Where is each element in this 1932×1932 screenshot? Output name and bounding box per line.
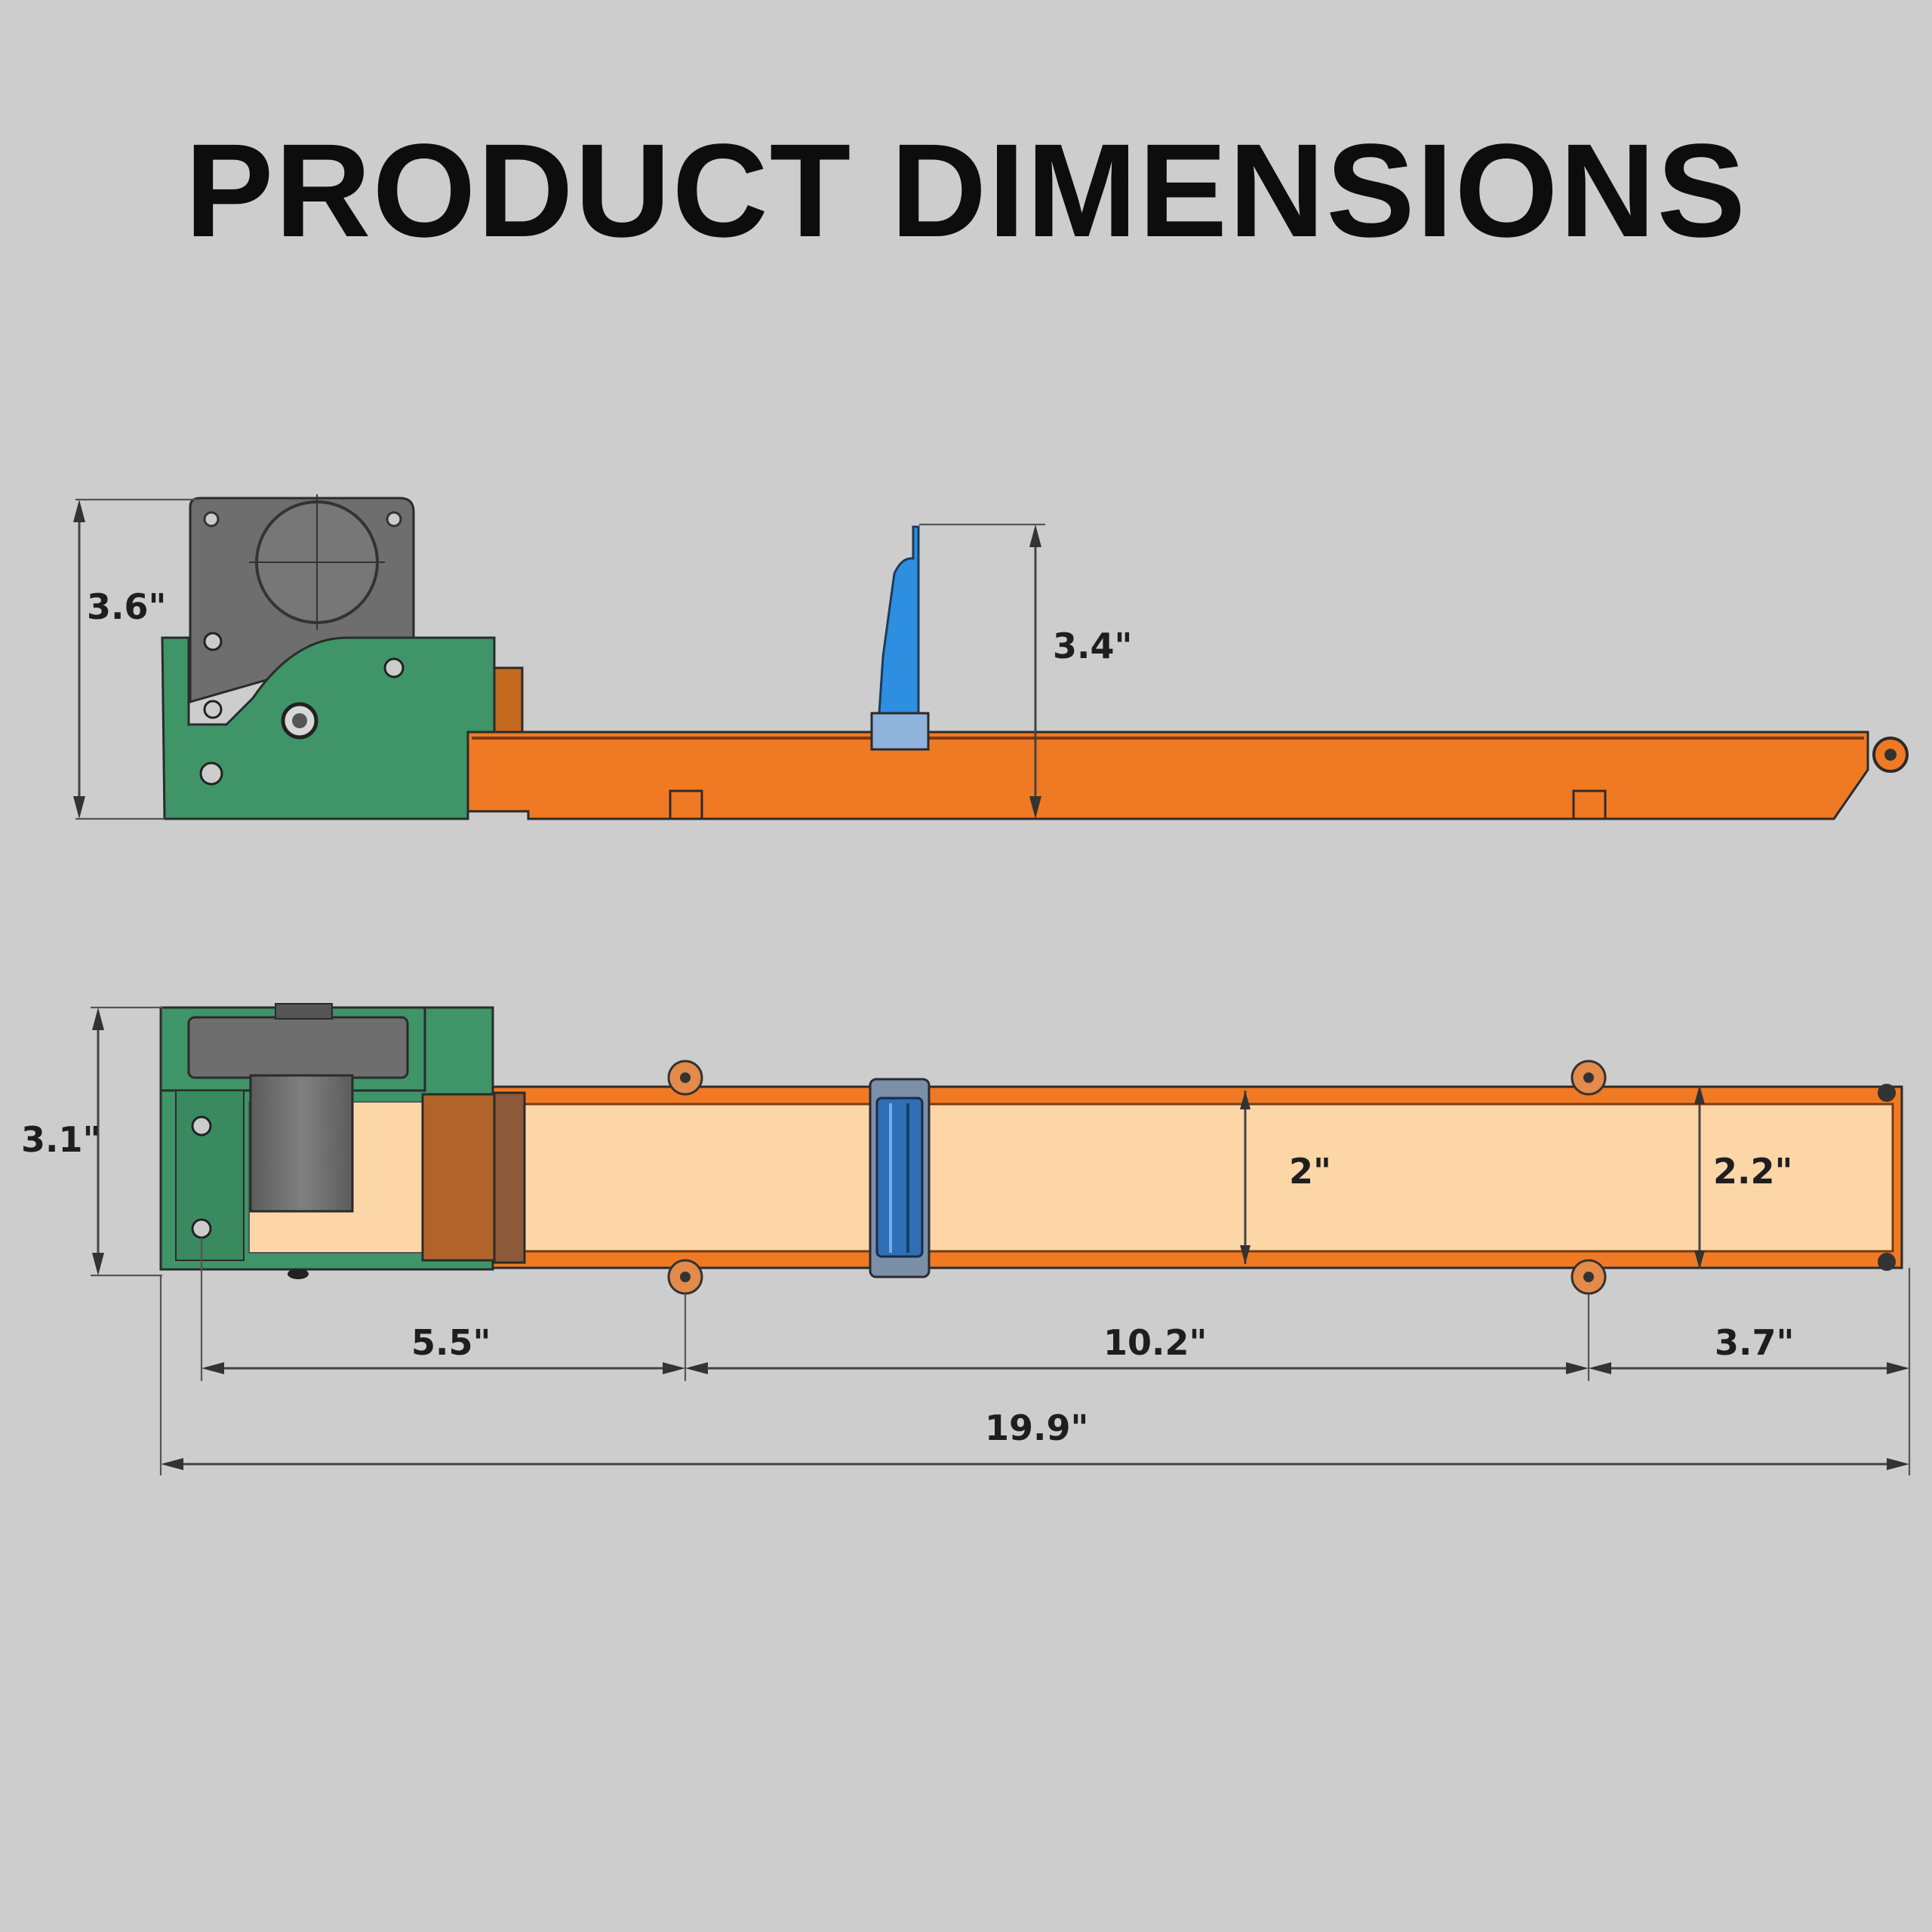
arrow — [1589, 1362, 1611, 1374]
arrow — [92, 1253, 104, 1275]
dim-label-side-height-fence: 3.4" — [1053, 626, 1132, 666]
frame-bolt-center — [292, 713, 307, 728]
top-motor-housing — [187, 1016, 409, 1079]
arrow — [73, 796, 85, 819]
arrow — [685, 1362, 708, 1374]
dim-label-overall-length: 19.9" — [985, 1407, 1088, 1448]
dim-label-inner-width-b: 2.2" — [1713, 1151, 1792, 1192]
frame-screw — [191, 1218, 212, 1239]
dim-label-inner-width-a: 2" — [1289, 1151, 1331, 1192]
arrow — [1694, 1251, 1705, 1269]
page-title: PRODUCT DIMENSIONS — [185, 117, 1747, 265]
arrow — [1566, 1362, 1589, 1374]
top-bracket — [421, 1093, 496, 1262]
side-view: 3.6" 3.4" — [73, 494, 1909, 820]
frame-screw — [203, 700, 223, 719]
motor-cap — [275, 1003, 333, 1020]
rail-foot-left — [669, 789, 703, 820]
side-frame — [161, 636, 496, 820]
frame-screw — [383, 657, 405, 678]
dim-label-top-height-left: 3.1" — [21, 1119, 100, 1160]
arrow — [202, 1362, 224, 1374]
frame-screw — [203, 632, 223, 651]
arrow — [161, 1458, 183, 1470]
dim-label-seg-1: 5.5" — [411, 1322, 491, 1363]
mount-tab — [667, 1060, 703, 1096]
arrow — [1694, 1085, 1705, 1104]
arrow — [92, 1008, 104, 1030]
mount-tab — [1571, 1259, 1607, 1295]
top-motor-shaft — [249, 1074, 354, 1213]
mount-tab — [1571, 1060, 1607, 1096]
frame-screw — [199, 761, 223, 786]
rail-end-bolt — [1878, 1084, 1896, 1102]
rail-end-pin-center — [1884, 749, 1897, 761]
dim-label-side-height-left: 3.6" — [87, 586, 166, 627]
arrow — [1240, 1245, 1251, 1264]
top-bed — [519, 1103, 1894, 1253]
arrow — [663, 1362, 685, 1374]
arrow — [73, 500, 85, 522]
arrow — [1887, 1362, 1909, 1374]
side-fence-blade — [878, 525, 920, 715]
arrow — [1240, 1091, 1251, 1109]
side-rail — [466, 731, 1869, 820]
dim-label-seg-2: 10.2" — [1103, 1322, 1207, 1363]
arrow — [1029, 525, 1041, 547]
mount-tab — [667, 1259, 703, 1295]
dim-label-seg-3: 3.7" — [1715, 1322, 1794, 1363]
side-fence-base — [870, 712, 930, 751]
top-view: 3.1" 2" 2.2" 5.5" 10.2" 3.7" — [21, 1003, 1911, 1475]
arrow — [1029, 796, 1041, 819]
motor-screw — [203, 511, 220, 528]
motor-screw — [386, 511, 402, 528]
rail-end-bolt — [1878, 1253, 1896, 1271]
top-bracket-edge — [493, 1091, 526, 1264]
frame-foot — [288, 1269, 309, 1279]
rail-foot-right — [1572, 789, 1607, 820]
fence-clamp-inner — [875, 1097, 924, 1258]
arrow — [1887, 1458, 1909, 1470]
frame-screw — [191, 1115, 212, 1137]
frame-side-plate — [175, 1090, 245, 1261]
